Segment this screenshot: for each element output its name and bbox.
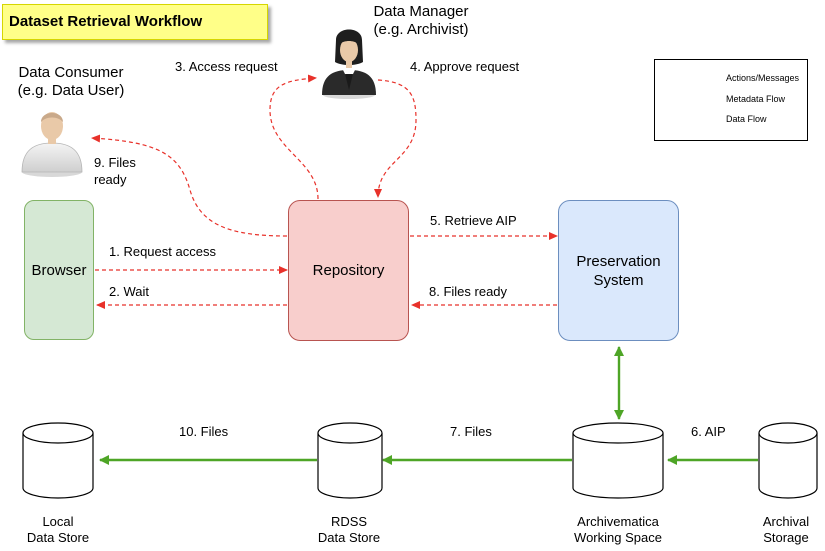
rdss-data-store-label: RDSS Data Store (317, 514, 381, 545)
arrow-approve-request (374, 79, 417, 198)
msg-files-ready-consumer: 9. Files ready (94, 155, 136, 187)
legend-metadata-label: Metadata Flow (726, 94, 786, 104)
rdss-data-store-icon (317, 422, 383, 499)
archivematica-working-space-icon (572, 422, 664, 499)
msg-request-access: 1. Request access (109, 244, 216, 259)
legend-data-label: Data Flow (726, 114, 767, 124)
arrow-files-ready-consumer (91, 134, 288, 237)
data-manager-label: Data Manager (e.g. Archivist) (373, 3, 469, 38)
msg-wait: 2. Wait (109, 284, 149, 299)
msg-files-7: 7. Files (450, 424, 492, 439)
msg-aip: 6. AIP (691, 424, 726, 439)
browser-node: Browser (24, 200, 94, 340)
msg-approve-request: 4. Approve request (410, 59, 520, 74)
repository-label: Repository (312, 262, 385, 279)
database-icons (22, 422, 818, 499)
data-consumer-avatar-icon (21, 112, 83, 177)
repository-node: Repository (288, 200, 409, 341)
msg-files-ready: 8. Files ready (429, 284, 508, 299)
legend-actions-label: Actions/Messages (726, 73, 800, 83)
archivematica-working-space-label: Archivematica Working Space (574, 514, 662, 545)
legend (654, 59, 808, 141)
archival-storage-label: Archival Storage (762, 514, 810, 545)
preservation-system-label: Preservation System (576, 252, 661, 289)
msg-access-request: 3. Access request (175, 59, 278, 74)
msg-files-10: 10. Files (179, 424, 229, 439)
preservation-system-node: Preservation System (558, 200, 679, 341)
diagram-title: Dataset Retrieval Workflow (2, 4, 268, 40)
data-consumer-label: Data Consumer (e.g. Data User) (17, 64, 125, 99)
local-data-store-label: Local Data Store (26, 514, 90, 545)
browser-label: Browser (31, 261, 87, 279)
local-data-store-icon (22, 422, 94, 499)
data-manager-avatar-icon (322, 29, 376, 99)
msg-retrieve-aip: 5. Retrieve AIP (430, 213, 517, 228)
archival-storage-icon (758, 422, 818, 499)
arrow-access-request (269, 74, 319, 200)
